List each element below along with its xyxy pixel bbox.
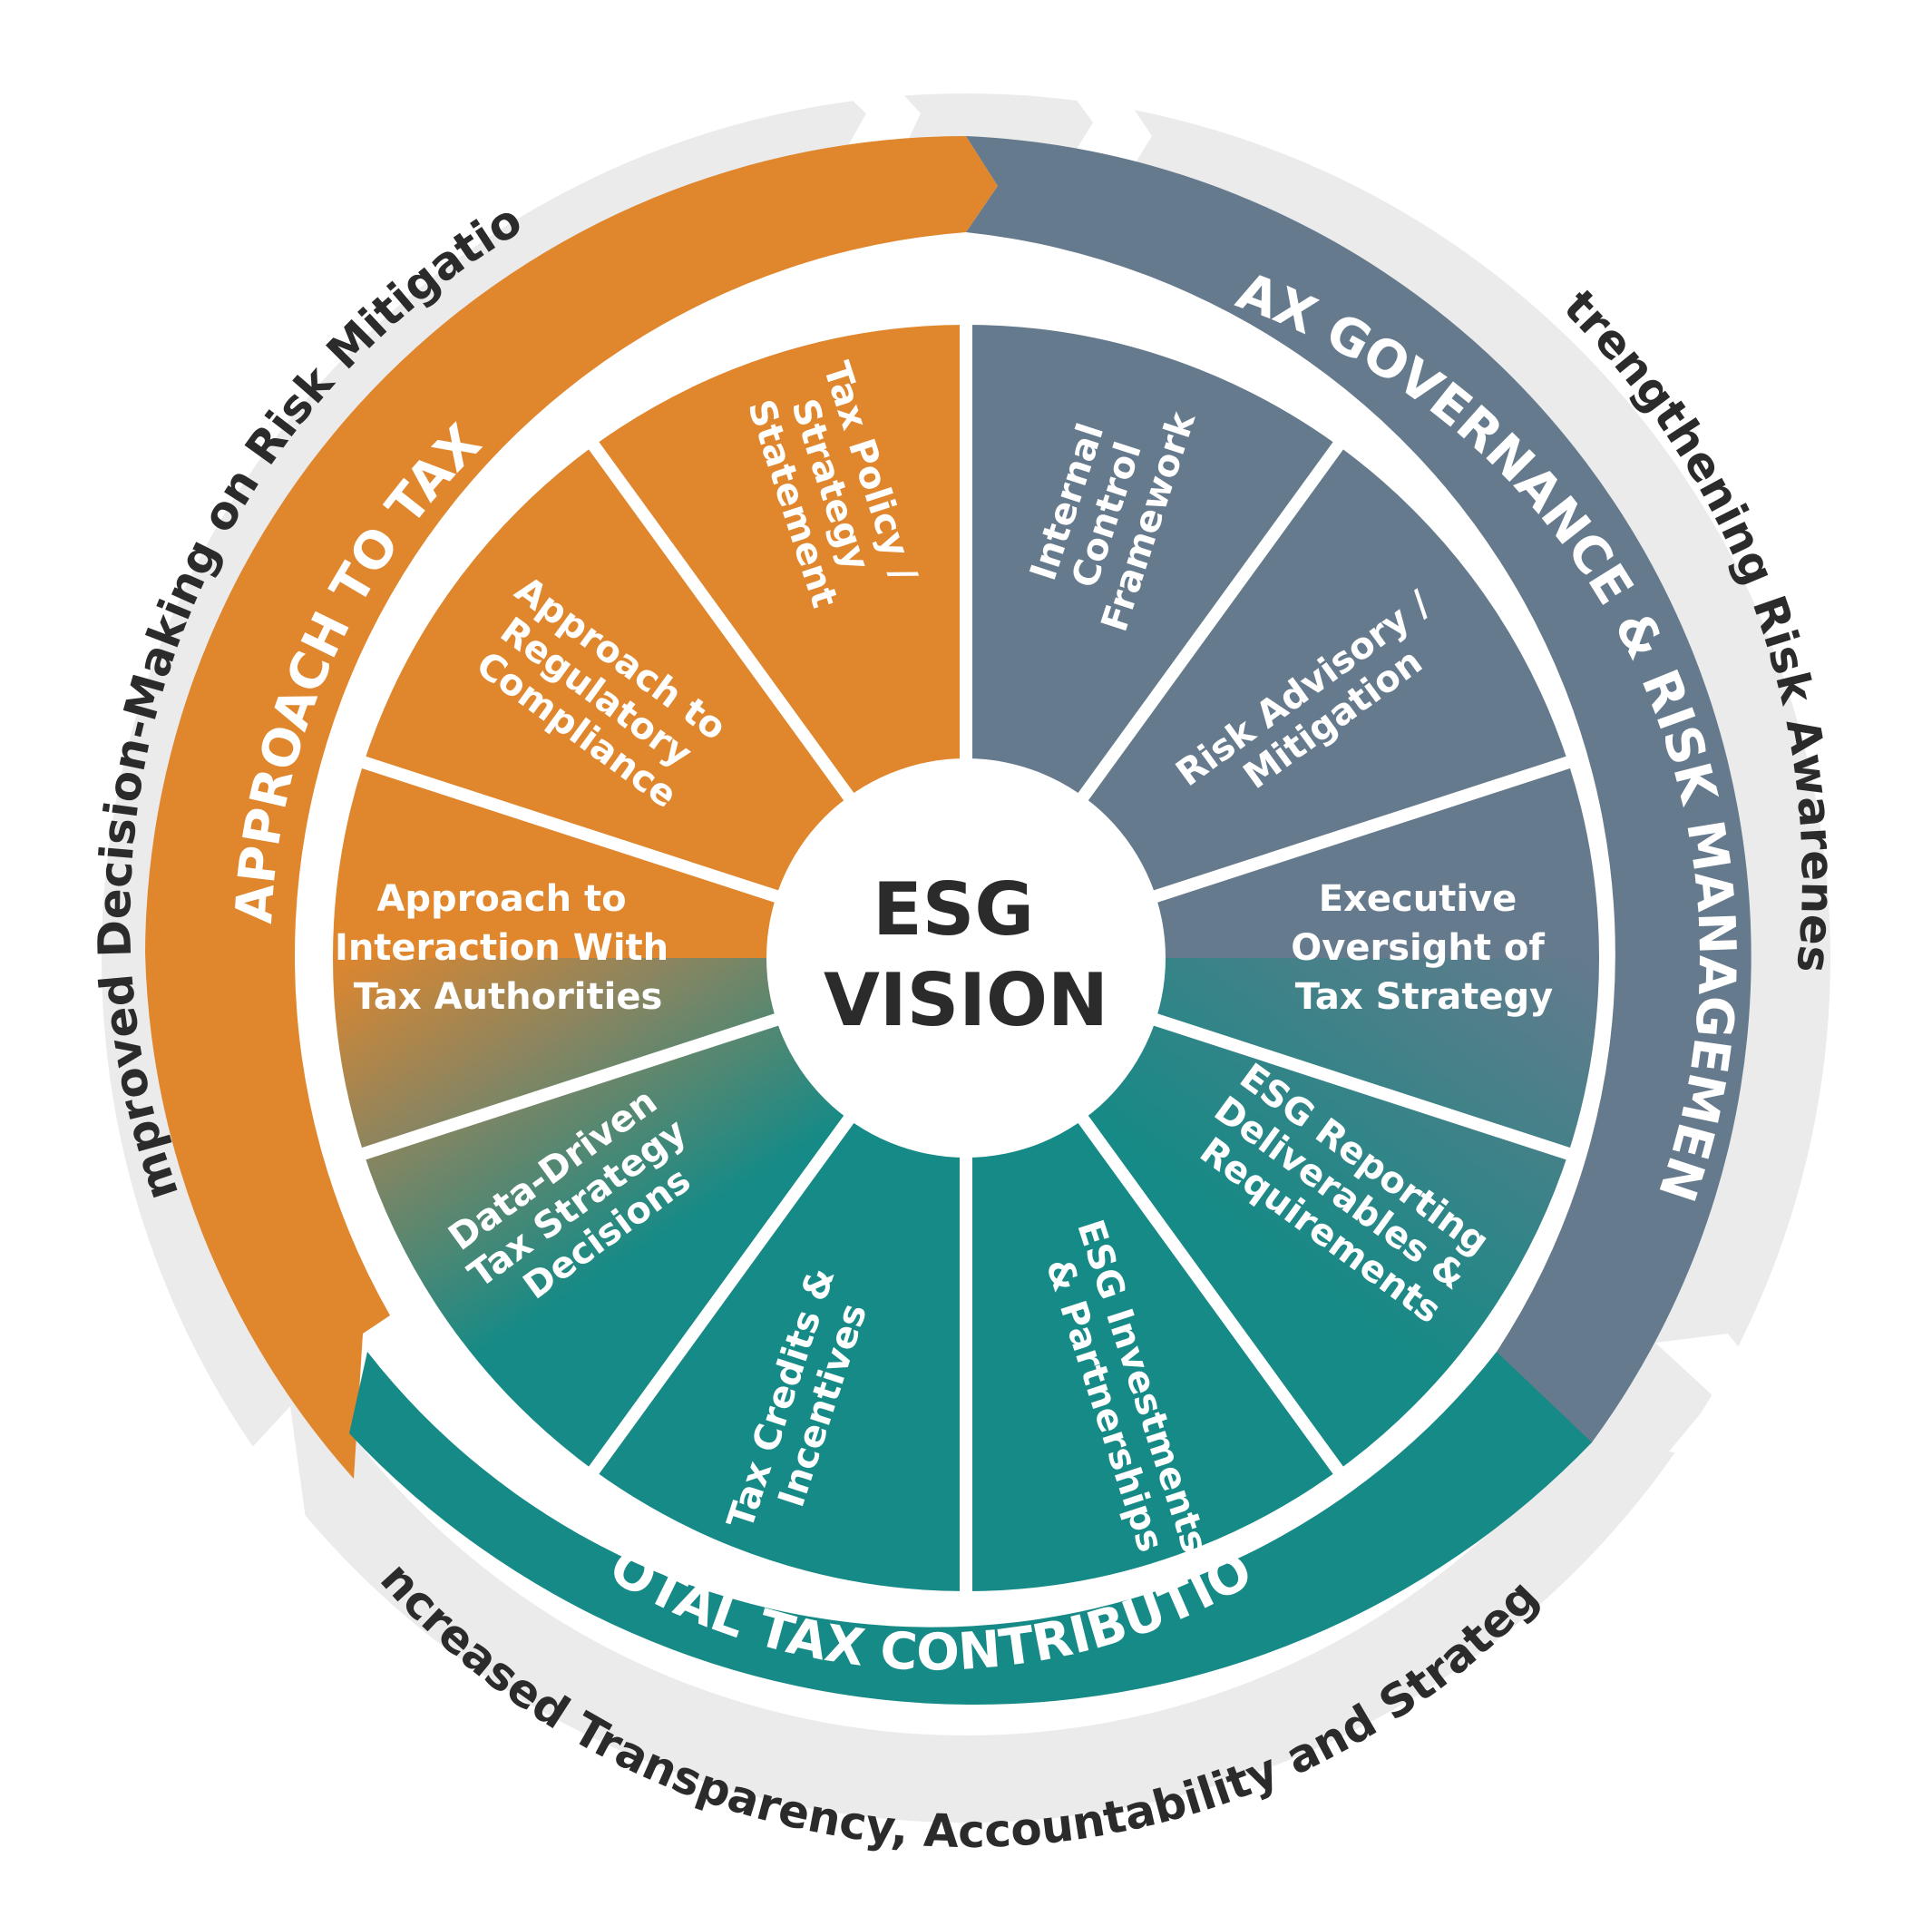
- segment-interaction: Approach to Interaction With Tax Authori…: [335, 878, 681, 1018]
- segment-divider: [1137, 1008, 1583, 1164]
- band-total-tax-contribution: [349, 1352, 1592, 1706]
- chevron-left-bottom: [222, 1406, 317, 1660]
- segment-divider: [581, 431, 865, 816]
- center-circle: [766, 758, 1166, 1158]
- segment-dividers: [349, 312, 1583, 1604]
- segment-divider: [1067, 1100, 1351, 1485]
- segment-divider: [349, 1008, 795, 1164]
- segment-executive-oversight: Executive Oversight of Tax Strategy: [1291, 878, 1556, 1018]
- segment-divider: [1067, 431, 1351, 816]
- band-tax-governance: [966, 136, 1751, 1442]
- center-title: ESG VISION: [824, 867, 1108, 1042]
- chevron-right: [1655, 1334, 1778, 1461]
- segment-divider: [349, 752, 795, 908]
- segment-divider: [1137, 752, 1583, 908]
- band-approach-to-tax: [145, 136, 998, 1479]
- wheel-rim: [320, 312, 1612, 1604]
- segment-divider: [581, 1100, 865, 1485]
